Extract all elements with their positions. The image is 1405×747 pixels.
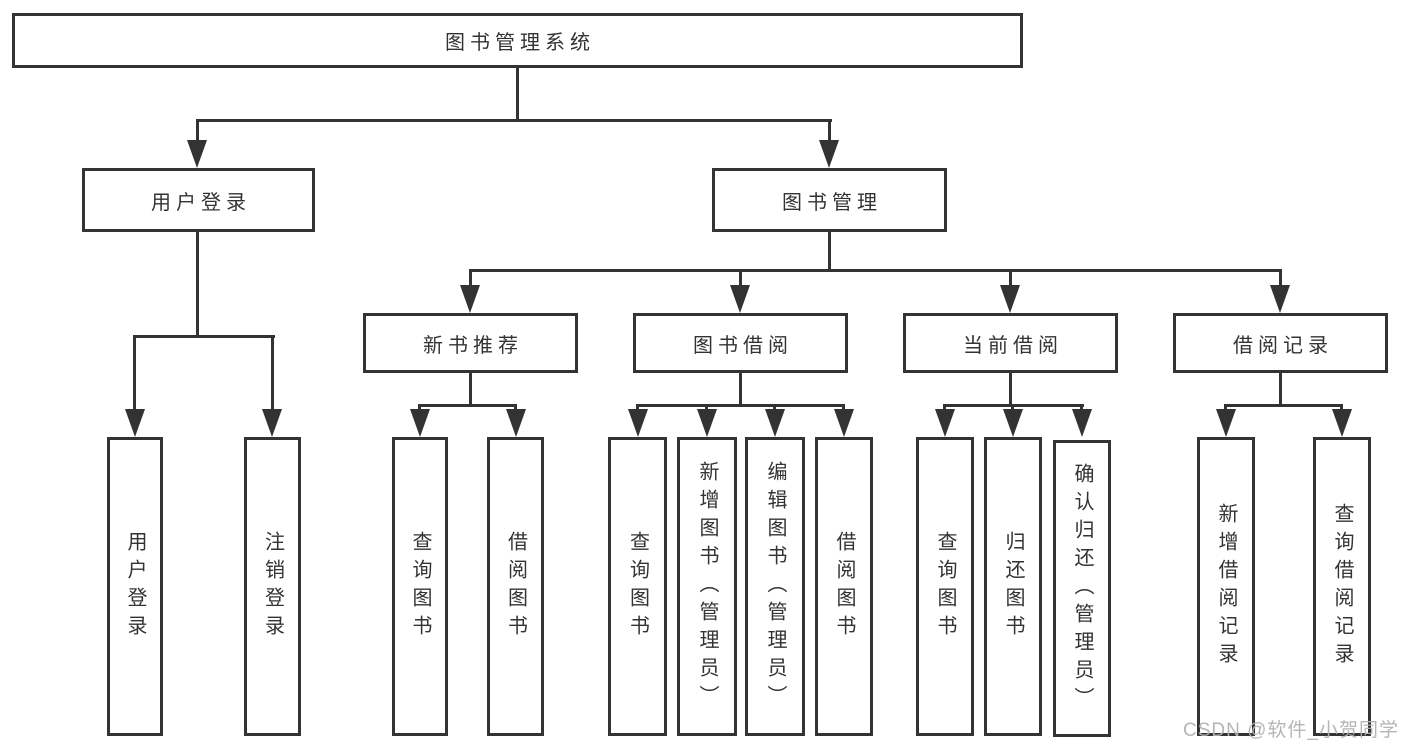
connector-line <box>842 404 845 412</box>
node-label: 图书管理 <box>782 191 882 214</box>
leaf-confirm-return-admin: 确认归还（管理员） <box>1053 440 1111 737</box>
connector-line <box>469 373 472 406</box>
connector-line <box>1011 404 1014 412</box>
arrow-down-icon <box>1270 285 1290 313</box>
connector-line <box>133 335 136 413</box>
node-book-management: 图书管理 <box>712 168 947 232</box>
arrow-down-icon <box>1000 285 1020 313</box>
node-label: 编辑图书（管理员） <box>764 460 786 713</box>
leaf-query-books-2: 查询图书 <box>608 437 667 736</box>
leaf-add-borrow-record: 新增借阅记录 <box>1197 437 1255 736</box>
leaf-edit-book-admin: 编辑图书（管理员） <box>745 437 805 736</box>
node-label: 归还图书 <box>1002 530 1024 643</box>
node-label: 借阅图书 <box>833 530 855 643</box>
arrow-down-icon <box>730 285 750 313</box>
arrow-down-icon <box>1003 409 1023 437</box>
leaf-user-login: 用户登录 <box>107 437 163 736</box>
connector-line <box>514 404 517 412</box>
node-label: 查询图书 <box>934 530 956 643</box>
connector-line <box>943 404 946 412</box>
connector-line <box>1009 373 1012 406</box>
node-label: 新增图书（管理员） <box>696 460 718 713</box>
node-book-borrow: 图书借阅 <box>633 313 848 373</box>
connector-line <box>705 404 708 412</box>
node-label: 新增借阅记录 <box>1215 502 1237 671</box>
arrow-down-icon <box>834 409 854 437</box>
arrow-down-icon <box>262 409 282 437</box>
connector-line <box>636 404 639 412</box>
leaf-query-borrow-record: 查询借阅记录 <box>1313 437 1371 736</box>
connector-line <box>739 373 742 406</box>
connector-line <box>133 335 275 338</box>
arrow-down-icon <box>628 409 648 437</box>
node-label: 查询借阅记录 <box>1331 502 1353 671</box>
connector-line <box>196 119 199 143</box>
csdn-watermark: CSDN @软件_小贺同学 <box>1183 720 1399 741</box>
connector-line <box>418 404 421 412</box>
arrow-down-icon <box>125 409 145 437</box>
arrow-down-icon <box>697 409 717 437</box>
node-label: 用户登录 <box>124 530 146 643</box>
leaf-query-books-3: 查询图书 <box>916 437 974 736</box>
connector-line <box>196 232 199 338</box>
connector-line <box>1009 269 1012 288</box>
node-label: 新书推荐 <box>423 334 523 357</box>
connector-line <box>636 404 845 407</box>
connector-line <box>196 119 832 122</box>
arrow-down-icon <box>1332 409 1352 437</box>
connector-line <box>271 335 274 413</box>
connector-line <box>1340 404 1343 412</box>
node-label: 图书管理系统 <box>445 32 595 54</box>
arrow-down-icon <box>506 409 526 437</box>
leaf-return-book: 归还图书 <box>984 437 1042 736</box>
arrow-down-icon <box>819 140 839 168</box>
connector-line <box>418 404 517 407</box>
leaf-query-books-1: 查询图书 <box>392 437 448 736</box>
node-label: 图书借阅 <box>693 334 793 357</box>
connector-line <box>773 404 776 412</box>
arrow-down-icon <box>765 409 785 437</box>
connector-line <box>1080 404 1083 412</box>
node-label: 确认归还（管理员） <box>1071 462 1093 715</box>
connector-line <box>828 232 831 272</box>
connector-line <box>1279 373 1282 406</box>
arrow-down-icon <box>935 409 955 437</box>
node-label: 用户登录 <box>151 191 251 214</box>
arrow-down-icon <box>187 140 207 168</box>
node-root-library-system: 图书管理系统 <box>12 13 1023 68</box>
node-label: 注销登录 <box>261 530 284 643</box>
node-user-login: 用户登录 <box>82 168 315 232</box>
node-label: 查询图书 <box>626 530 649 643</box>
connector-line <box>1279 269 1282 288</box>
leaf-logout: 注销登录 <box>244 437 301 736</box>
node-new-book-recommend: 新书推荐 <box>363 313 578 373</box>
node-label: 借阅图书 <box>504 530 527 643</box>
node-borrow-records: 借阅记录 <box>1173 313 1388 373</box>
connector-line <box>516 68 519 122</box>
arrow-down-icon <box>460 285 480 313</box>
connector-line <box>469 269 472 288</box>
arrow-down-icon <box>1072 409 1092 437</box>
connector-line <box>1224 404 1227 412</box>
leaf-borrow-books-1: 借阅图书 <box>487 437 544 736</box>
arrow-down-icon <box>1216 409 1236 437</box>
leaf-borrow-books-2: 借阅图书 <box>815 437 873 736</box>
leaf-add-book-admin: 新增图书（管理员） <box>677 437 737 736</box>
connector-line <box>469 269 1282 272</box>
connector-line <box>1224 404 1343 407</box>
node-label: 查询图书 <box>409 530 431 643</box>
node-current-borrow: 当前借阅 <box>903 313 1118 373</box>
connector-line <box>828 119 831 143</box>
node-label: 借阅记录 <box>1233 334 1333 357</box>
arrow-down-icon <box>410 409 430 437</box>
connector-line <box>739 269 742 288</box>
node-label: 当前借阅 <box>963 334 1063 357</box>
